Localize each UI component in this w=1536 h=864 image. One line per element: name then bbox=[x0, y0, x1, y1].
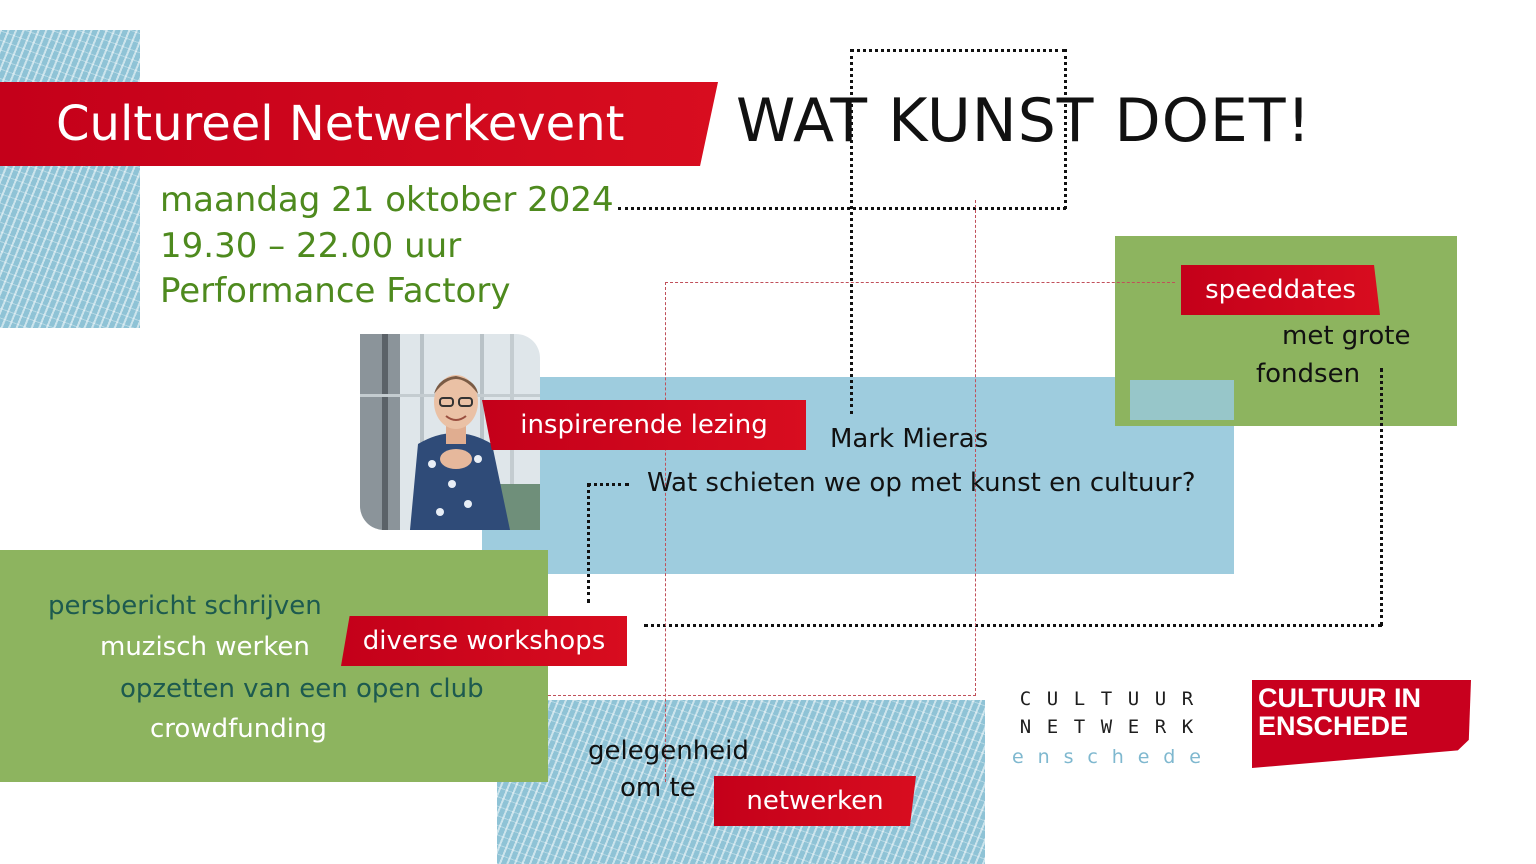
logo-letter: E bbox=[1127, 716, 1140, 738]
logo-sub-letter: s bbox=[1063, 746, 1074, 768]
event-date: maandag 21 oktober 2024 bbox=[160, 180, 614, 220]
connector-line bbox=[1380, 368, 1383, 626]
connector-line bbox=[587, 483, 629, 486]
logo-sub-letter: d bbox=[1163, 746, 1176, 768]
cultuurnetwerk-logo-grid: C U L T U U R N E T W E R K bbox=[1012, 686, 1201, 740]
page-title: WAT KUNST DOET! bbox=[736, 86, 1312, 156]
logo-letter: U bbox=[1046, 688, 1059, 710]
logo-line1: CULTUUR IN bbox=[1258, 683, 1421, 713]
connector-line bbox=[850, 49, 853, 414]
logo-letter: C bbox=[1019, 688, 1032, 710]
workshop-item: crowdfunding bbox=[150, 714, 327, 744]
logo-sub-letter: e bbox=[1137, 746, 1150, 768]
cultuur-in-enschede-logo: CULTUUR IN ENSCHEDE bbox=[1252, 680, 1471, 768]
networking-line1: gelegenheid bbox=[588, 736, 749, 766]
logo-sub-letter: e bbox=[1012, 746, 1024, 768]
logo-letter: R bbox=[1154, 716, 1167, 738]
guide-line bbox=[975, 200, 976, 696]
paint-texture-top-left bbox=[0, 30, 140, 328]
paint-block-workshops bbox=[0, 550, 548, 782]
event-label-banner: Cultureel Netwerkevent bbox=[0, 82, 718, 166]
workshops-tag-text: diverse workshops bbox=[362, 626, 606, 656]
speaker-illustration bbox=[360, 334, 540, 530]
cultuurnetwerk-logo: C U L T U U R N E T W E R K e n s c h e … bbox=[1012, 686, 1201, 768]
logo-letter: L bbox=[1073, 688, 1086, 710]
workshop-item: persbericht schrijven bbox=[48, 591, 322, 621]
speeddates-tag-text: speeddates bbox=[1205, 275, 1356, 305]
workshops-tag: diverse workshops bbox=[341, 616, 627, 666]
connector-line bbox=[644, 624, 1382, 627]
logo-letter: N bbox=[1019, 716, 1032, 738]
guide-line bbox=[548, 695, 976, 696]
cultuurnetwerk-logo-subtitle: e n s c h e d e bbox=[1012, 746, 1201, 768]
connector-line bbox=[587, 483, 590, 603]
event-label-text: Cultureel Netwerkevent bbox=[56, 96, 625, 152]
lecture-tag: inspirerende lezing bbox=[482, 400, 806, 450]
event-venue: Performance Factory bbox=[160, 271, 511, 311]
guide-line bbox=[665, 282, 1175, 283]
networking-tag: netwerken bbox=[714, 776, 916, 826]
logo-letter: T bbox=[1100, 688, 1113, 710]
event-time: 19.30 – 22.00 uur bbox=[160, 226, 462, 266]
logo-letter: W bbox=[1100, 716, 1113, 738]
networking-tag-text: netwerken bbox=[746, 786, 884, 816]
connector-line bbox=[1064, 49, 1067, 209]
workshop-item: opzetten van een open club bbox=[120, 674, 484, 704]
connector-line bbox=[850, 49, 1066, 52]
paint-overlap-speeddates bbox=[1130, 380, 1234, 420]
logo-letter: E bbox=[1046, 716, 1059, 738]
networking-line2: om te bbox=[620, 773, 696, 803]
logo-letter: T bbox=[1073, 716, 1086, 738]
logo-line2: ENSCHEDE bbox=[1258, 711, 1409, 741]
logo-sub-letter: n bbox=[1037, 746, 1050, 768]
logo-letter: R bbox=[1181, 688, 1194, 710]
workshop-item: muzisch werken bbox=[100, 632, 310, 662]
logo-letter: U bbox=[1154, 688, 1167, 710]
logo-sub-letter: e bbox=[1189, 746, 1201, 768]
speaker-name: Mark Mieras bbox=[830, 424, 989, 454]
speeddates-tag: speeddates bbox=[1181, 265, 1380, 315]
connector-line bbox=[618, 207, 1066, 210]
lecture-tag-text: inspirerende lezing bbox=[520, 410, 768, 440]
lecture-topic: Wat schieten we op met kunst en cultuur? bbox=[647, 468, 1196, 498]
logo-sub-letter: h bbox=[1111, 746, 1124, 768]
logo-letter: U bbox=[1127, 688, 1140, 710]
speaker-photo bbox=[360, 334, 540, 530]
speeddates-line1: met grote bbox=[1282, 321, 1411, 351]
speeddates-line2: fondsen bbox=[1256, 359, 1361, 389]
logo-letter: K bbox=[1181, 716, 1194, 738]
logo-sub-letter: c bbox=[1087, 746, 1098, 768]
guide-line bbox=[665, 282, 666, 782]
